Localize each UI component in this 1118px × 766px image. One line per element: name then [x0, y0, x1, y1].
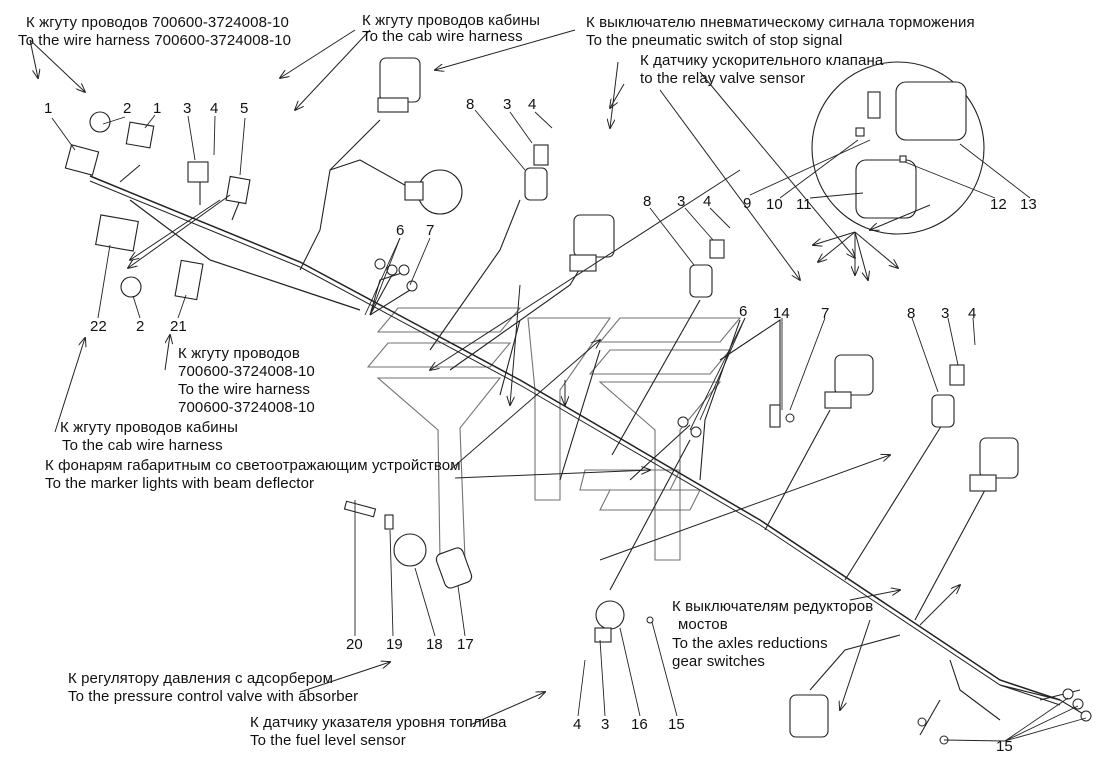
- callout-number: 16: [631, 716, 648, 733]
- label-cab-ru: К жгуту проводов кабины: [362, 12, 541, 29]
- callout-number: 6: [739, 303, 748, 320]
- label-axles-en-1: To the axles reductions: [672, 635, 828, 652]
- label-marker-en: To the marker lights with beam deflector: [45, 475, 315, 492]
- label-relay-ru: К датчику ускорительного клапана: [640, 52, 884, 69]
- callout-number: 4: [573, 716, 582, 733]
- callout-number: 10: [766, 196, 783, 213]
- callout-number: 8: [643, 193, 652, 210]
- label-stop-en: To the pneumatic switch of stop signal: [586, 32, 843, 49]
- callout-number: 6: [396, 222, 405, 239]
- label-harness2-ru-1: К жгуту проводов: [178, 345, 300, 362]
- label-cab2-en: To the cab wire harness: [62, 437, 223, 454]
- pointer-arrows: [29, 29, 960, 726]
- label-axles-ru-1: К выключателям редукторов: [672, 598, 874, 615]
- connectors: [64, 57, 1019, 738]
- callout-number: 3: [677, 193, 686, 210]
- callout-number: 20: [346, 636, 363, 653]
- label-relay-en: to the relay valve sensor: [640, 70, 806, 87]
- ring-terminals: [374, 258, 1092, 745]
- callout-number: 22: [90, 318, 107, 335]
- callout-number: 4: [528, 96, 537, 113]
- callout-number: 5: [240, 100, 249, 117]
- watermark: [366, 307, 742, 561]
- callout-number: 4: [703, 193, 712, 210]
- label-marker-ru: К фонарям габаритным со светоотражающим …: [45, 457, 461, 474]
- label-harness2-ru-2: 700600-3724008-10: [178, 363, 315, 380]
- callout-number: 2: [136, 318, 145, 335]
- label-harness2-en-2: 700600-3724008-10: [178, 399, 315, 416]
- callout-number: 3: [183, 100, 192, 117]
- label-stop-ru: К выключателю пневматическому сигнала то…: [586, 14, 975, 31]
- callout-number: 12: [990, 196, 1007, 213]
- label-harness2-en-1: To the wire harness: [178, 381, 310, 398]
- callout-number: 1: [153, 100, 162, 117]
- callout-number: 3: [601, 716, 610, 733]
- label-pressure-en: To the pressure control valve with absor…: [68, 688, 359, 705]
- callout-number: 4: [210, 100, 219, 117]
- label-pressure-ru: К регулятору давления с адсорбером: [68, 670, 334, 687]
- harness-trunk: [89, 175, 1061, 706]
- callout-number: 3: [941, 305, 950, 322]
- callout-number: 1: [44, 100, 53, 117]
- label-axles-ru-2: мостов: [678, 616, 728, 633]
- callout-number: 21: [170, 318, 187, 335]
- callout-number: 7: [426, 222, 435, 239]
- label-harness-ru: К жгуту проводов 700600-3724008-10: [26, 14, 289, 31]
- callout-number: 7: [821, 305, 830, 322]
- callout-number: 11: [796, 196, 812, 213]
- callout-number: 8: [907, 305, 916, 322]
- callout-number: 15: [996, 738, 1013, 755]
- detail-callout-circle: [811, 61, 985, 235]
- callout-number: 2: [123, 100, 132, 117]
- label-harness-en: To the wire harness 700600-3724008-10: [18, 32, 292, 49]
- callout-number: 13: [1020, 196, 1037, 213]
- label-fuel-en: To the fuel level sensor: [250, 732, 406, 749]
- callout-number: 3: [503, 96, 512, 113]
- leader-lines: [51, 109, 1087, 742]
- label-fuel-ru: К датчику указателя уровня топлива: [250, 714, 507, 731]
- callout-number: 18: [426, 636, 443, 653]
- callout-number: 9: [743, 195, 752, 212]
- callout-number: 14: [773, 305, 790, 322]
- label-cab2-ru: К жгуту проводов кабины: [60, 419, 239, 436]
- callout-number: 17: [457, 636, 474, 653]
- label-axles-en-2: gear switches: [672, 653, 766, 670]
- callout-number: 15: [668, 716, 685, 733]
- label-cab-en: To the cab wire harness: [362, 28, 523, 45]
- callout-number: 4: [968, 305, 977, 322]
- callout-number: 19: [386, 636, 403, 653]
- callout-number: 8: [466, 96, 475, 113]
